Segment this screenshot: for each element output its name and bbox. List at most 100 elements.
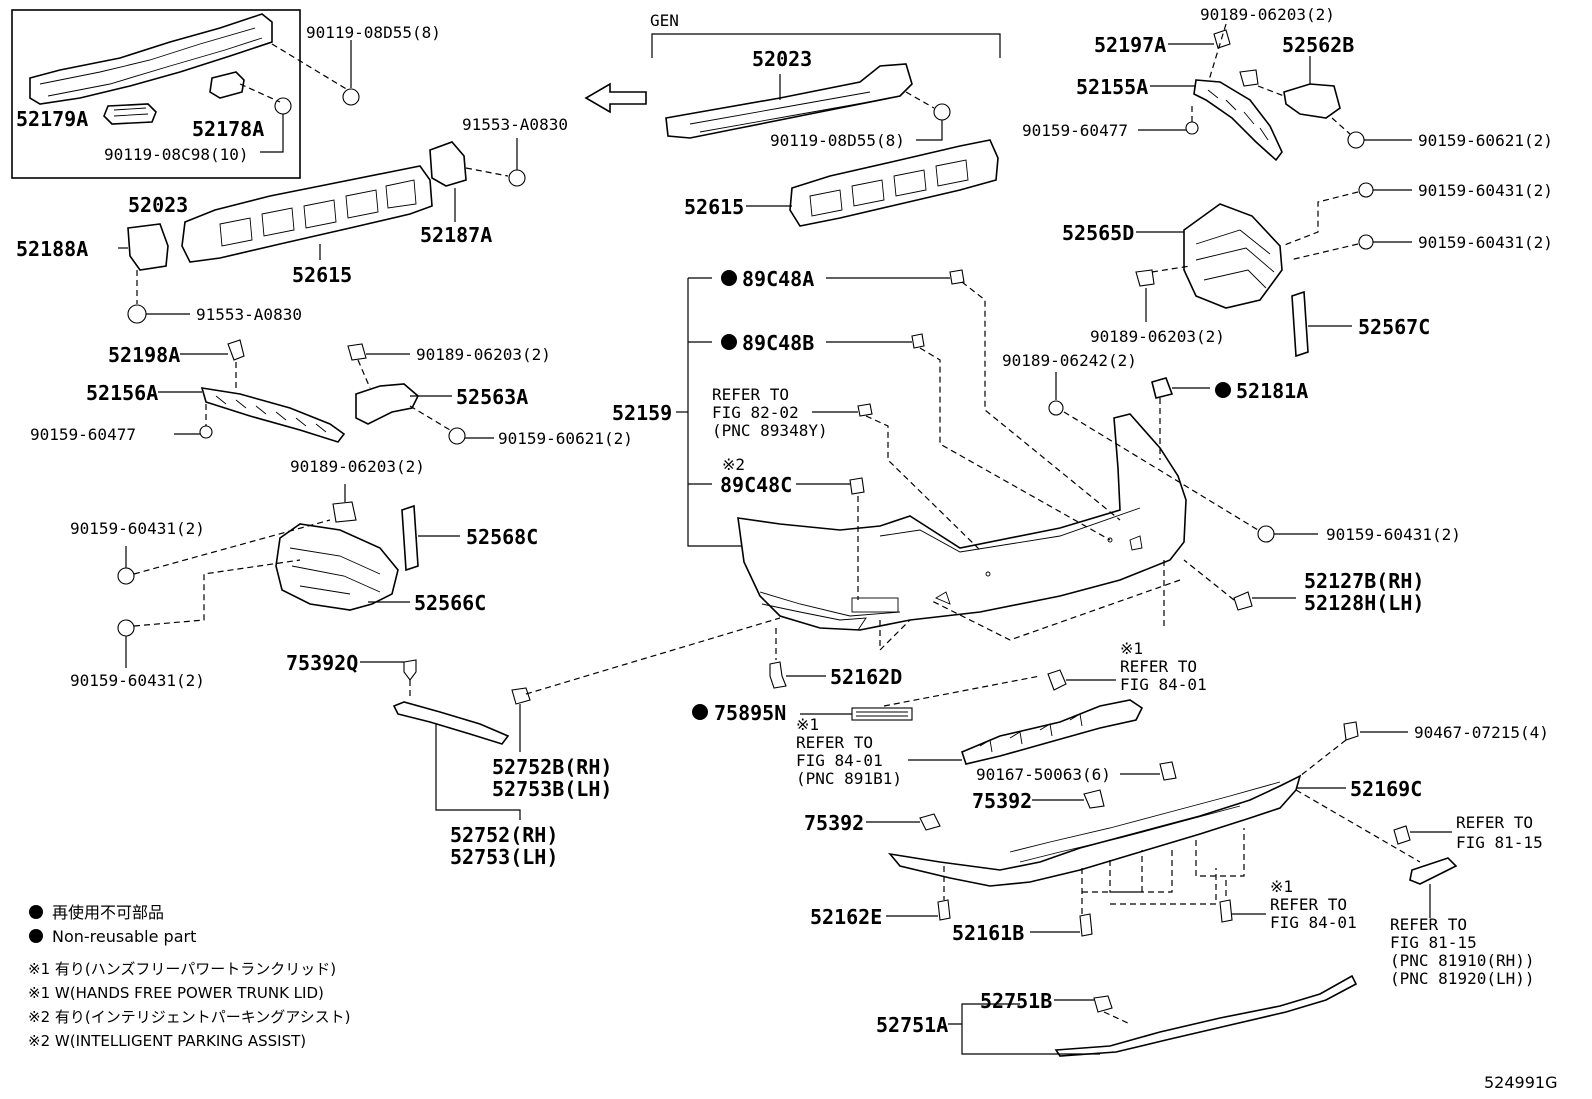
label-90159-60431-e: 90159-60431(2) — [1326, 525, 1461, 544]
non-reusable-markers — [29, 270, 1231, 943]
label-91553-A0830-b: 91553-A0830 — [196, 305, 302, 324]
label-52162E: 52162E — [810, 905, 882, 929]
label-refer-84-01a-l3: (PNC 891B1) — [796, 769, 902, 788]
label-52751A: 52751A — [876, 1013, 948, 1037]
label-90119-08D55-b: 90119-08D55(8) — [770, 131, 905, 150]
label-90159-60431-d: 90159-60431(2) — [1418, 233, 1553, 252]
label-refer-81-15b-l2: FIG 81-15 — [1390, 933, 1477, 952]
label-52753B: 52753B(LH) — [492, 777, 612, 801]
label-90189-06203-b: 90189-06203(2) — [290, 457, 425, 476]
label-89C48C: 89C48C — [720, 473, 792, 497]
marker-dot-89C48B — [721, 334, 737, 350]
label-90119-08D55: 90119-08D55(8) — [306, 23, 441, 42]
label-mark1-a: ※1 — [796, 715, 819, 734]
left-lower-bracket — [117, 484, 460, 668]
label-52615-left: 52615 — [292, 263, 352, 287]
label-refer-84-01c-l1: REFER TO — [1270, 895, 1347, 914]
legend-dot-en — [29, 929, 43, 943]
label-refer-81-15b-l4: (PNC 81920(LH)) — [1390, 969, 1535, 988]
label-90167-50063: 90167-50063(6) — [976, 765, 1111, 784]
clip-lines — [796, 269, 1121, 600]
label-90189-06203-d: 90189-06203(2) — [1090, 327, 1225, 346]
label-90159-60431-b: 90159-60431(2) — [70, 671, 205, 690]
label-75392-a: 75392 — [972, 789, 1032, 813]
label-90189-06203-a: 90189-06203(2) — [416, 345, 551, 364]
lower-right-group — [866, 669, 1458, 937]
label-52179A: 52179A — [16, 107, 88, 131]
gen-group — [651, 33, 1001, 227]
label-refer-81-15a-l1: REFER TO — [1456, 813, 1533, 832]
legend-jp: 再使用不可部品 — [52, 903, 164, 922]
label-91553-A0830-a: 91553-A0830 — [462, 115, 568, 134]
lower-clips — [769, 619, 1041, 721]
label-52752B: 52752B(RH) — [492, 755, 612, 779]
diagram-code: 524991G — [1484, 1073, 1557, 1092]
label-refer-81-15a-l2: FIG 81-15 — [1456, 833, 1543, 852]
label-52751B: 52751B — [980, 989, 1052, 1013]
label-refer-84-01c-l2: FIG 84-01 — [1270, 913, 1357, 932]
label-52187A: 52187A — [420, 223, 492, 247]
marker-dot-75895N — [692, 704, 708, 720]
note-2-en: ※2 W(INTELLIGENT PARKING ASSIST) — [28, 1032, 306, 1050]
label-52615-gen: 52615 — [684, 195, 744, 219]
label-refer-82-02-l2: FIG 82-02 — [712, 403, 799, 422]
legend-en: Non-reusable part — [52, 927, 196, 946]
label-52127B: 52127B(RH) — [1304, 569, 1424, 593]
label-52169C: 52169C — [1350, 777, 1422, 801]
label-90159-60621-a: 90159-60621(2) — [498, 429, 633, 448]
label-52752: 52752(RH) — [450, 823, 558, 847]
label-mark1-b: ※1 — [1120, 639, 1143, 658]
left-absorber-group — [118, 138, 526, 324]
label-52753: 52753(LH) — [450, 845, 558, 869]
bottom-strip — [948, 974, 1358, 1057]
label-75392Q: 75392Q — [286, 651, 358, 675]
label-52568C: 52568C — [466, 525, 538, 549]
label-90119-08C98: 90119-08C98(10) — [104, 145, 249, 164]
label-refer-84-01b-l1: REFER TO — [1120, 657, 1197, 676]
label-90159-60621-b: 90159-60621(2) — [1418, 131, 1553, 150]
label-75895N: 75895N — [714, 701, 786, 725]
label-refer-84-01a-l2: FIG 84-01 — [796, 751, 883, 770]
label-90159-60431-c: 90159-60431(2) — [1418, 181, 1553, 200]
label-refer-84-01a-l1: REFER TO — [796, 733, 873, 752]
marker-dot-52181A — [1215, 382, 1231, 398]
label-52566C: 52566C — [414, 591, 486, 615]
label-52162D: 52162D — [830, 665, 902, 689]
label-mark1-c: ※1 — [1270, 877, 1293, 896]
label-90467-07215: 90467-07215(4) — [1414, 723, 1549, 742]
legend: 再使用不可部品 Non-reusable part ※1 有り(ハンズフリーパワ… — [28, 903, 351, 1050]
note-1-en: ※1 W(HANDS FREE POWER TRUNK LID) — [28, 984, 324, 1002]
labels: 90119-08D55(8) 52179A 52178A 90119-08C98… — [16, 5, 1553, 1037]
label-52565D: 52565D — [1062, 221, 1134, 245]
upper-right-group — [929, 23, 1412, 641]
label-52161B: 52161B — [952, 921, 1024, 945]
label-52188A: 52188A — [16, 237, 88, 261]
note-2-jp: ※2 有り(インテリジェントパーキングアシスト) — [28, 1008, 351, 1026]
label-90189-06203-c: 90189-06203(2) — [1200, 5, 1335, 24]
label-gen: GEN — [650, 11, 679, 30]
label-52156A: 52156A — [86, 381, 158, 405]
label-90159-60431-a: 90159-60431(2) — [70, 519, 205, 538]
direction-arrow — [584, 82, 647, 114]
label-52023-gen: 52023 — [752, 47, 812, 71]
label-mark2: ※2 — [722, 455, 745, 474]
label-52563A: 52563A — [456, 385, 528, 409]
label-89C48A: 89C48A — [742, 267, 814, 291]
label-89C48B: 89C48B — [742, 331, 814, 355]
label-52159: 52159 — [612, 401, 672, 425]
label-52178A: 52178A — [192, 117, 264, 141]
label-52181A: 52181A — [1236, 379, 1308, 403]
label-refer-82-02-l1: REFER TO — [712, 385, 789, 404]
note-1-jp: ※1 有り(ハンズフリーパワートランクリッド) — [28, 960, 336, 978]
label-refer-81-15b-l3: (PNC 81910(RH)) — [1390, 951, 1535, 970]
label-refer-84-01b-l2: FIG 84-01 — [1120, 675, 1207, 694]
legend-dot-jp — [29, 905, 43, 919]
label-52155A: 52155A — [1076, 75, 1148, 99]
label-75392-b: 75392 — [804, 811, 864, 835]
label-52562B: 52562B — [1282, 33, 1354, 57]
label-52128H: 52128H(LH) — [1304, 591, 1424, 615]
label-refer-82-02-l3: (PNC 89348Y) — [712, 421, 828, 440]
label-90159-60477-b: 90159-60477 — [1022, 121, 1128, 140]
label-refer-81-15b-l1: REFER TO — [1390, 915, 1467, 934]
